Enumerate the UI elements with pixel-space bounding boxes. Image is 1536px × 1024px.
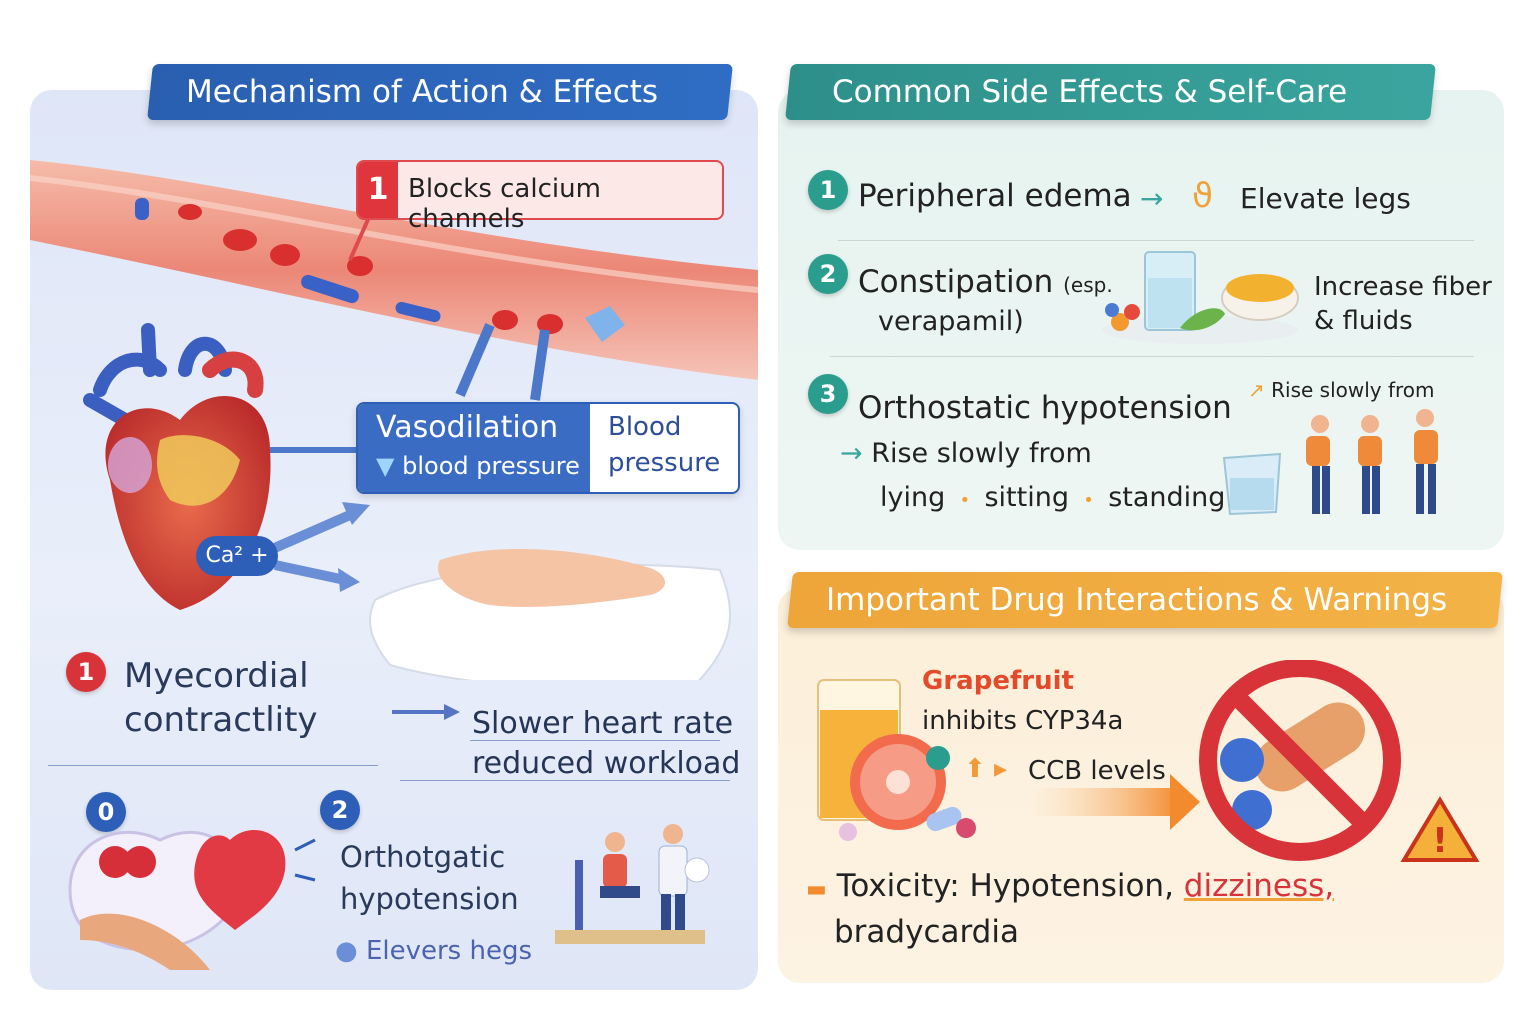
blood-cell: [223, 229, 257, 251]
grapefruit-label: Grapefruit: [922, 666, 1074, 696]
arrow-icon: ↗: [1248, 378, 1265, 402]
step1-callout: 1 Blocks calcium channels: [356, 160, 724, 234]
inhibits-label: inhibits CYP34a: [922, 706, 1124, 736]
food-water-illustration: [1102, 251, 1299, 344]
blood-cell: [347, 256, 373, 276]
vasodilation-sub: blood pressure: [402, 452, 580, 480]
position-lying: lying: [880, 482, 946, 513]
up-arrow-icon: ⬆ ▸: [964, 754, 1008, 784]
interactions-title: Important Drug Interactions & Warnings: [826, 582, 1448, 618]
artery-heart-illustration: [30, 160, 758, 680]
down-arrow-icon: ▼: [376, 452, 395, 480]
badge-zero: 0: [86, 792, 126, 832]
calcium-ion-badge: Ca² +: [196, 536, 278, 576]
step1-badge: 1: [358, 162, 398, 218]
right-arrow-icon: [392, 704, 460, 720]
side-effect-1-care: Elevate legs: [1240, 182, 1411, 215]
side-effect-2-badge: 2: [808, 254, 848, 294]
vasodilation-title: Vasodilation: [376, 410, 559, 445]
bullet-icon: ▬: [806, 877, 827, 902]
mechanism-title: Mechanism of Action & Effects: [186, 74, 659, 110]
bp-label-line1: Blood: [608, 412, 682, 442]
ortho-line1: Orthotgatic: [340, 840, 506, 874]
grapefruit-juice-illustration: [817, 679, 976, 841]
blood-cell: [492, 310, 518, 330]
leg-icon: ϑ: [1192, 176, 1214, 216]
position-sitting: sitting: [984, 482, 1069, 513]
interactions-banner: Important Drug Interactions & Warnings: [787, 572, 1503, 628]
heart-illustration: [68, 830, 316, 970]
dot-icon: •: [953, 490, 976, 511]
patient-doctor-illustration: [555, 824, 710, 944]
toxicity-text: Hypotension,: [969, 868, 1174, 904]
side-effect-1-label: Peripheral edema: [858, 178, 1132, 214]
myo-badge: 1: [66, 652, 106, 692]
side-effect-2-note: (esp.: [1063, 273, 1113, 297]
slower-line1: Slower heart rate: [472, 706, 734, 741]
crystal-icon: [585, 306, 625, 342]
rising-figures-illustration: [1222, 409, 1438, 516]
side-effect-2-care-line1: Increase fiber: [1314, 272, 1492, 302]
side-effect-2-line2: verapamil): [878, 306, 1024, 337]
side-effect-3-label: Orthostatic hypotension: [858, 390, 1232, 426]
toxicity-label: Toxicity:: [836, 868, 960, 904]
slower-line2: reduced workload: [472, 746, 741, 781]
arrow-icon: →: [1140, 182, 1164, 215]
bp-label-line2: pressure: [608, 448, 721, 478]
side-effect-3-badge: 3: [808, 374, 848, 414]
no-pills-warning-illustration: !: [1030, 660, 1480, 862]
feet-icon: [438, 548, 665, 607]
side-effect-2-care-line2: & fluids: [1314, 306, 1413, 336]
blood-cell: [178, 204, 202, 220]
myo-line2: contractlity: [124, 700, 318, 740]
calcium-channel: [301, 274, 359, 304]
side-effect-2-label: Constipation: [858, 264, 1054, 300]
heart-vessels: [83, 323, 232, 427]
warning-icon: [1400, 796, 1480, 862]
side-effect-3-detail: Rise slowly from: [871, 438, 1092, 469]
elevate-text: Elevers hegs: [365, 936, 533, 966]
mechanism-banner: Mechanism of Action & Effects: [147, 64, 733, 120]
dot-icon: •: [1077, 490, 1100, 511]
badge-two: 2: [320, 790, 360, 830]
blood-cell: [537, 314, 563, 334]
toxicity-line2: bradycardia: [834, 914, 1019, 950]
side-effect-1-badge: 1: [808, 170, 848, 210]
blood-cell: [270, 244, 300, 266]
svg-text:!: !: [1432, 821, 1448, 861]
heart-icon: [194, 830, 286, 930]
bullet-icon: ●: [335, 936, 358, 966]
side-effects-banner: Common Side Effects & Self-Care: [785, 64, 1436, 120]
prohibition-sign: [1199, 660, 1401, 861]
side-effect-3-care: Rise slowly from: [1271, 378, 1435, 402]
ccb-label: CCB levels: [1028, 756, 1166, 786]
toxicity-highlight: dizziness,: [1183, 868, 1335, 904]
calcium-channel: [135, 198, 149, 220]
artery: [30, 160, 758, 380]
myo-line1: Myecordial: [124, 656, 309, 696]
arrow-icon: →: [840, 438, 863, 469]
ortho-line2: hypotension: [340, 882, 519, 916]
vasodilation-box: Vasodilation ▼ blood pressure Blood pres…: [356, 402, 740, 494]
side-effects-title: Common Side Effects & Self-Care: [832, 74, 1348, 110]
step1-label: Blocks calcium channels: [408, 174, 601, 234]
calcium-channel: [395, 301, 441, 323]
position-standing: standing: [1108, 482, 1226, 513]
